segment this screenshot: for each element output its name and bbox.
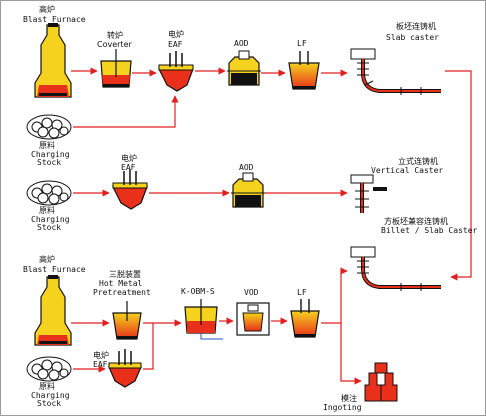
billet-slab-caster-icon [350, 246, 441, 291]
pretreatment-label-zh: 三脱装置 [109, 269, 141, 279]
eaf-icon [158, 51, 194, 92]
aod-icon [231, 172, 265, 208]
eaf1-label-en: EAF [168, 40, 183, 49]
eaf-icon [112, 169, 148, 210]
stock2-label-en1: Charging [31, 215, 70, 224]
bf2-label-en: Blast Furnace [23, 265, 86, 274]
slab-caster-icon [350, 48, 441, 95]
stock3-label-zh: 原料 [39, 381, 55, 391]
pretreatment-icon [112, 301, 142, 340]
eaf2-label-en: EAF [121, 163, 136, 172]
billet-slab-label-en: Billet / Slab Caster [381, 226, 478, 235]
kobm-label: K-OBM-S [181, 287, 215, 296]
pretreatment-label-en1: Hot Metal [99, 279, 143, 288]
slab-caster-label-zh: 板坯连铸机 [396, 21, 436, 31]
stock1-label-en1: Charging [31, 150, 70, 159]
aod2-label: AOD [239, 163, 254, 172]
converter-label-en: Coverter [97, 40, 132, 49]
bf1-label-zh: 高炉 [39, 4, 55, 14]
stock1-label-en2: Stock [37, 158, 61, 167]
charging-stock-icon [26, 114, 72, 140]
kobm-icon [184, 299, 223, 340]
eaf1-label-zh: 电炉 [168, 29, 184, 39]
stock1-label-zh: 原料 [39, 140, 55, 150]
slab-caster-label-en: Slab caster [386, 33, 439, 42]
ingoting-icon [364, 362, 398, 402]
eaf3-label-zh: 电炉 [93, 350, 109, 360]
charging-stock-icon [26, 356, 72, 382]
vod-icon [236, 302, 270, 336]
charging-stock-icon [26, 180, 72, 206]
pretreatment-label-en2: Pretreatment [93, 288, 151, 297]
lf1-label: LF [297, 39, 307, 48]
stock2-label-zh: 原料 [39, 205, 55, 215]
aod-icon [227, 50, 261, 86]
eaf2-label-zh: 电炉 [121, 153, 137, 163]
ingoting-label-en: Ingoting [323, 403, 362, 412]
ingoting-label-zh: 模注 [341, 393, 357, 403]
billet-slab-label-zh: 方板坯兼容连铸机 [384, 216, 448, 226]
vod-label: VOD [244, 288, 259, 297]
bf2-label-zh: 高炉 [39, 254, 55, 264]
lf-icon [290, 299, 320, 338]
stock3-label-en2: Stock [37, 399, 61, 408]
lf2-label: LF [297, 288, 307, 297]
blast-furnace-icon [34, 23, 72, 98]
blast-furnace-icon [34, 275, 72, 346]
eaf3-label-en: EAF [93, 360, 108, 369]
stock3-label-en1: Charging [31, 391, 70, 400]
row1-flow-arrows [71, 67, 472, 281]
row3-flow-arrows [71, 267, 362, 385]
aod1-label: AOD [234, 39, 249, 48]
vertical-caster-icon [350, 174, 387, 213]
vertical-caster-label-en: Vertical Caster [371, 166, 443, 175]
vertical-caster-label-zh: 立式连铸机 [398, 156, 438, 166]
stock2-label-en2: Stock [37, 223, 61, 232]
converter-label-zh: 转炉 [107, 30, 123, 40]
eaf-icon [108, 349, 142, 388]
converter-icon [100, 49, 132, 88]
lf-icon [288, 51, 320, 90]
bf1-label-en: Blast Furnace [23, 15, 86, 24]
